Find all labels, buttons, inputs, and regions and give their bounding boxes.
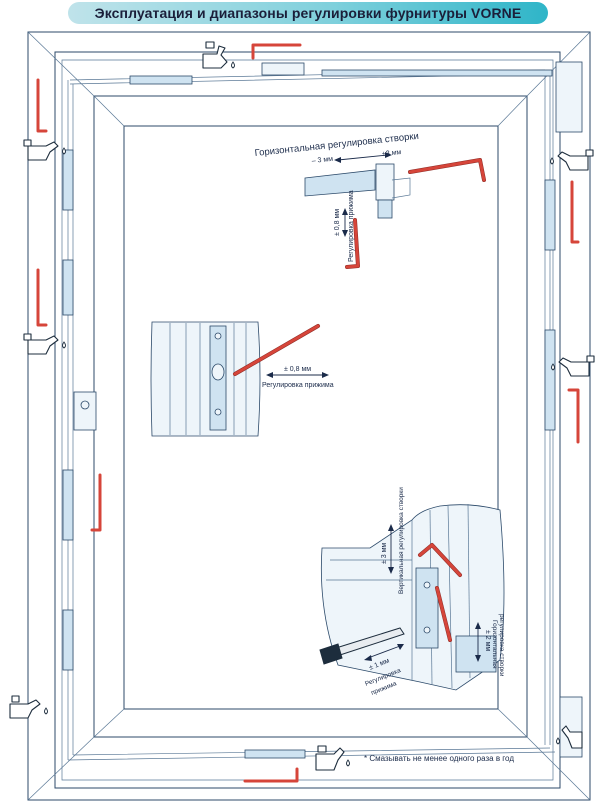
pressure-adjust-label: Регулировка прижима [348,190,355,262]
hex-key-icon [408,158,486,182]
detail-corner-hinge: ± 3 мм Вертикальная регулировка створки … [319,487,505,697]
title-banner [68,2,548,24]
hinge-bracket [304,169,376,197]
handle-spindle [80,400,90,410]
hex-key-icon [90,473,102,532]
hex-key-icon [345,218,360,269]
hex-key-icon [418,543,462,577]
corner-horizontal-label-1: Горизонтальная [491,620,498,669]
sash-profile-section [150,321,261,437]
hex-key-icon [36,268,48,327]
hinge-body [375,163,395,201]
oil-can-icon [550,149,594,171]
top-hinge [555,61,583,133]
hex-key-icon [243,767,299,783]
handle-gearbox [73,391,97,431]
hinge-pin [377,199,393,219]
hex-key-icon [567,388,580,444]
horizontal-minus-label: – 3 мм [311,156,333,165]
oil-can-icon [315,745,350,771]
left-gear-upper [62,149,74,211]
hex-key-icon [36,78,48,133]
corner-horizontal-range: ± 2 мм [484,630,491,651]
left-gear-bottom [62,609,74,671]
corner-hinge-body [415,567,439,649]
hex-key-icon [435,586,452,642]
top-striker [261,62,305,76]
right-gear-mid [544,329,556,431]
oil-can-icon [23,333,66,355]
corner-vertical-label: Вертикальная регулировка створки [398,487,405,594]
corner-vertical-range: ± 3 мм [381,543,388,564]
hardware-parts [62,61,583,759]
oil-can-icon [556,725,583,749]
top-gear-rail [321,69,553,77]
detail-horizontal-adjustment: Горизонтальная регулировка створки – 3 м… [254,131,486,269]
detail-pressure-adjustment: ± 0,8 мм Регулировка прижима [150,321,334,437]
oil-can-icon [23,139,66,161]
hex-key-icon [251,43,302,60]
horizontal-range-arrow [337,154,389,161]
corner-horizontal-label-2: регулировка створки [498,614,505,677]
frame-hex-keys [36,43,580,783]
hex-key-icon [570,180,580,244]
oil-can-icon [202,41,235,69]
pressure-range-label: ± 0,8 мм [334,209,341,236]
oilers [9,41,595,771]
bottom-striker [244,749,306,759]
horizontal-plus-label: +3 мм [381,149,401,158]
left-gear-lower [62,469,74,541]
oil-can-icon [551,355,595,377]
hex-key-icon [233,324,320,376]
pressure-range: ± 0,8 мм [284,366,311,373]
corner-hinge-plate [455,635,497,673]
pressure-label: Регулировка прижима [262,382,334,389]
lubrication-footnote: * Смазывать не менее одного раза в год [364,754,514,763]
corner-pressure-arrow [367,645,401,659]
left-gear-mid [62,259,74,316]
right-gear-upper [544,179,556,251]
page-title: Эксплуатация и диапазоны регулировки фур… [94,5,522,21]
window-frame [27,31,591,801]
eccentric-pin [211,363,225,381]
oil-can-icon [9,695,48,719]
top-lock-plate [129,75,193,85]
